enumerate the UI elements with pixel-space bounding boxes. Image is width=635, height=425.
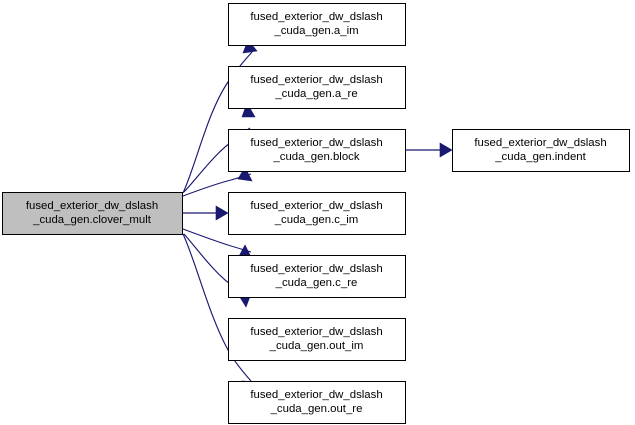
node-box[interactable] [228, 381, 406, 424]
node-a_im[interactable]: fused_exterior_dw_dslash _cuda_gen.a_im [228, 3, 406, 46]
node-label-line1: fused_exterior_dw_dslash [250, 263, 382, 275]
edge-line [182, 51, 253, 194]
node-label-line1: fused_exterior_dw_dslash [474, 137, 606, 149]
node-box[interactable] [228, 3, 406, 46]
node-box[interactable] [2, 192, 183, 235]
node-label-line2: _cuda_gen.block [272, 151, 359, 163]
node-box[interactable] [228, 255, 406, 298]
node-indent[interactable]: fused_exterior_dw_dslash _cuda_gen.indent [452, 129, 630, 172]
arrowhead-icon [215, 205, 229, 221]
node-label-line1: fused_exterior_dw_dslash [250, 326, 382, 338]
node-box[interactable] [228, 66, 406, 109]
node-out_im[interactable]: fused_exterior_dw_dslash _cuda_gen.out_im [228, 318, 406, 361]
node-label-line2: _cuda_gen.c_im [274, 214, 359, 226]
node-label-line2: _cuda_gen.clover_mult [32, 214, 152, 226]
node-label-line1: fused_exterior_dw_dslash [250, 11, 382, 23]
edge-block-to-indent [406, 142, 453, 158]
arrowhead-icon [241, 102, 256, 118]
node-a_re[interactable]: fused_exterior_dw_dslash _cuda_gen.a_re [228, 66, 406, 109]
nodes-layer: fused_exterior_dw_dslash _cuda_gen.clover… [2, 3, 630, 424]
node-label-line1: fused_exterior_dw_dslash [250, 389, 382, 401]
edge-line [182, 233, 252, 382]
node-label-line2: _cuda_gen.c_re [275, 277, 358, 289]
node-label-line1: fused_exterior_dw_dslash [250, 137, 382, 149]
node-label-line1: fused_exterior_dw_dslash [250, 74, 382, 86]
arrowhead-icon [237, 166, 253, 182]
edge-clover_mult-to-block [182, 166, 253, 197]
edge-clover_mult-to-c_im [183, 205, 229, 221]
arrowhead-icon [439, 142, 453, 158]
node-box[interactable] [452, 129, 630, 172]
node-label-line2: _cuda_gen.a_re [274, 88, 357, 100]
node-clover_mult[interactable]: fused_exterior_dw_dslash _cuda_gen.clover… [2, 192, 183, 235]
node-out_re[interactable]: fused_exterior_dw_dslash _cuda_gen.out_re [228, 381, 406, 424]
node-box[interactable] [228, 318, 406, 361]
node-label-line2: _cuda_gen.indent [494, 151, 586, 163]
node-box[interactable] [228, 192, 406, 235]
node-label-line2: _cuda_gen.out_im [269, 340, 364, 352]
node-c_im[interactable]: fused_exterior_dw_dslash _cuda_gen.c_im [228, 192, 406, 235]
node-box[interactable] [228, 129, 406, 172]
node-label-line1: fused_exterior_dw_dslash [26, 200, 158, 212]
node-label-line2: _cuda_gen.out_re [270, 403, 363, 415]
node-block[interactable]: fused_exterior_dw_dslash _cuda_gen.block [228, 129, 406, 172]
node-c_re[interactable]: fused_exterior_dw_dslash _cuda_gen.c_re [228, 255, 406, 298]
node-label-line1: fused_exterior_dw_dslash [250, 200, 382, 212]
node-label-line2: _cuda_gen.a_im [273, 25, 358, 37]
